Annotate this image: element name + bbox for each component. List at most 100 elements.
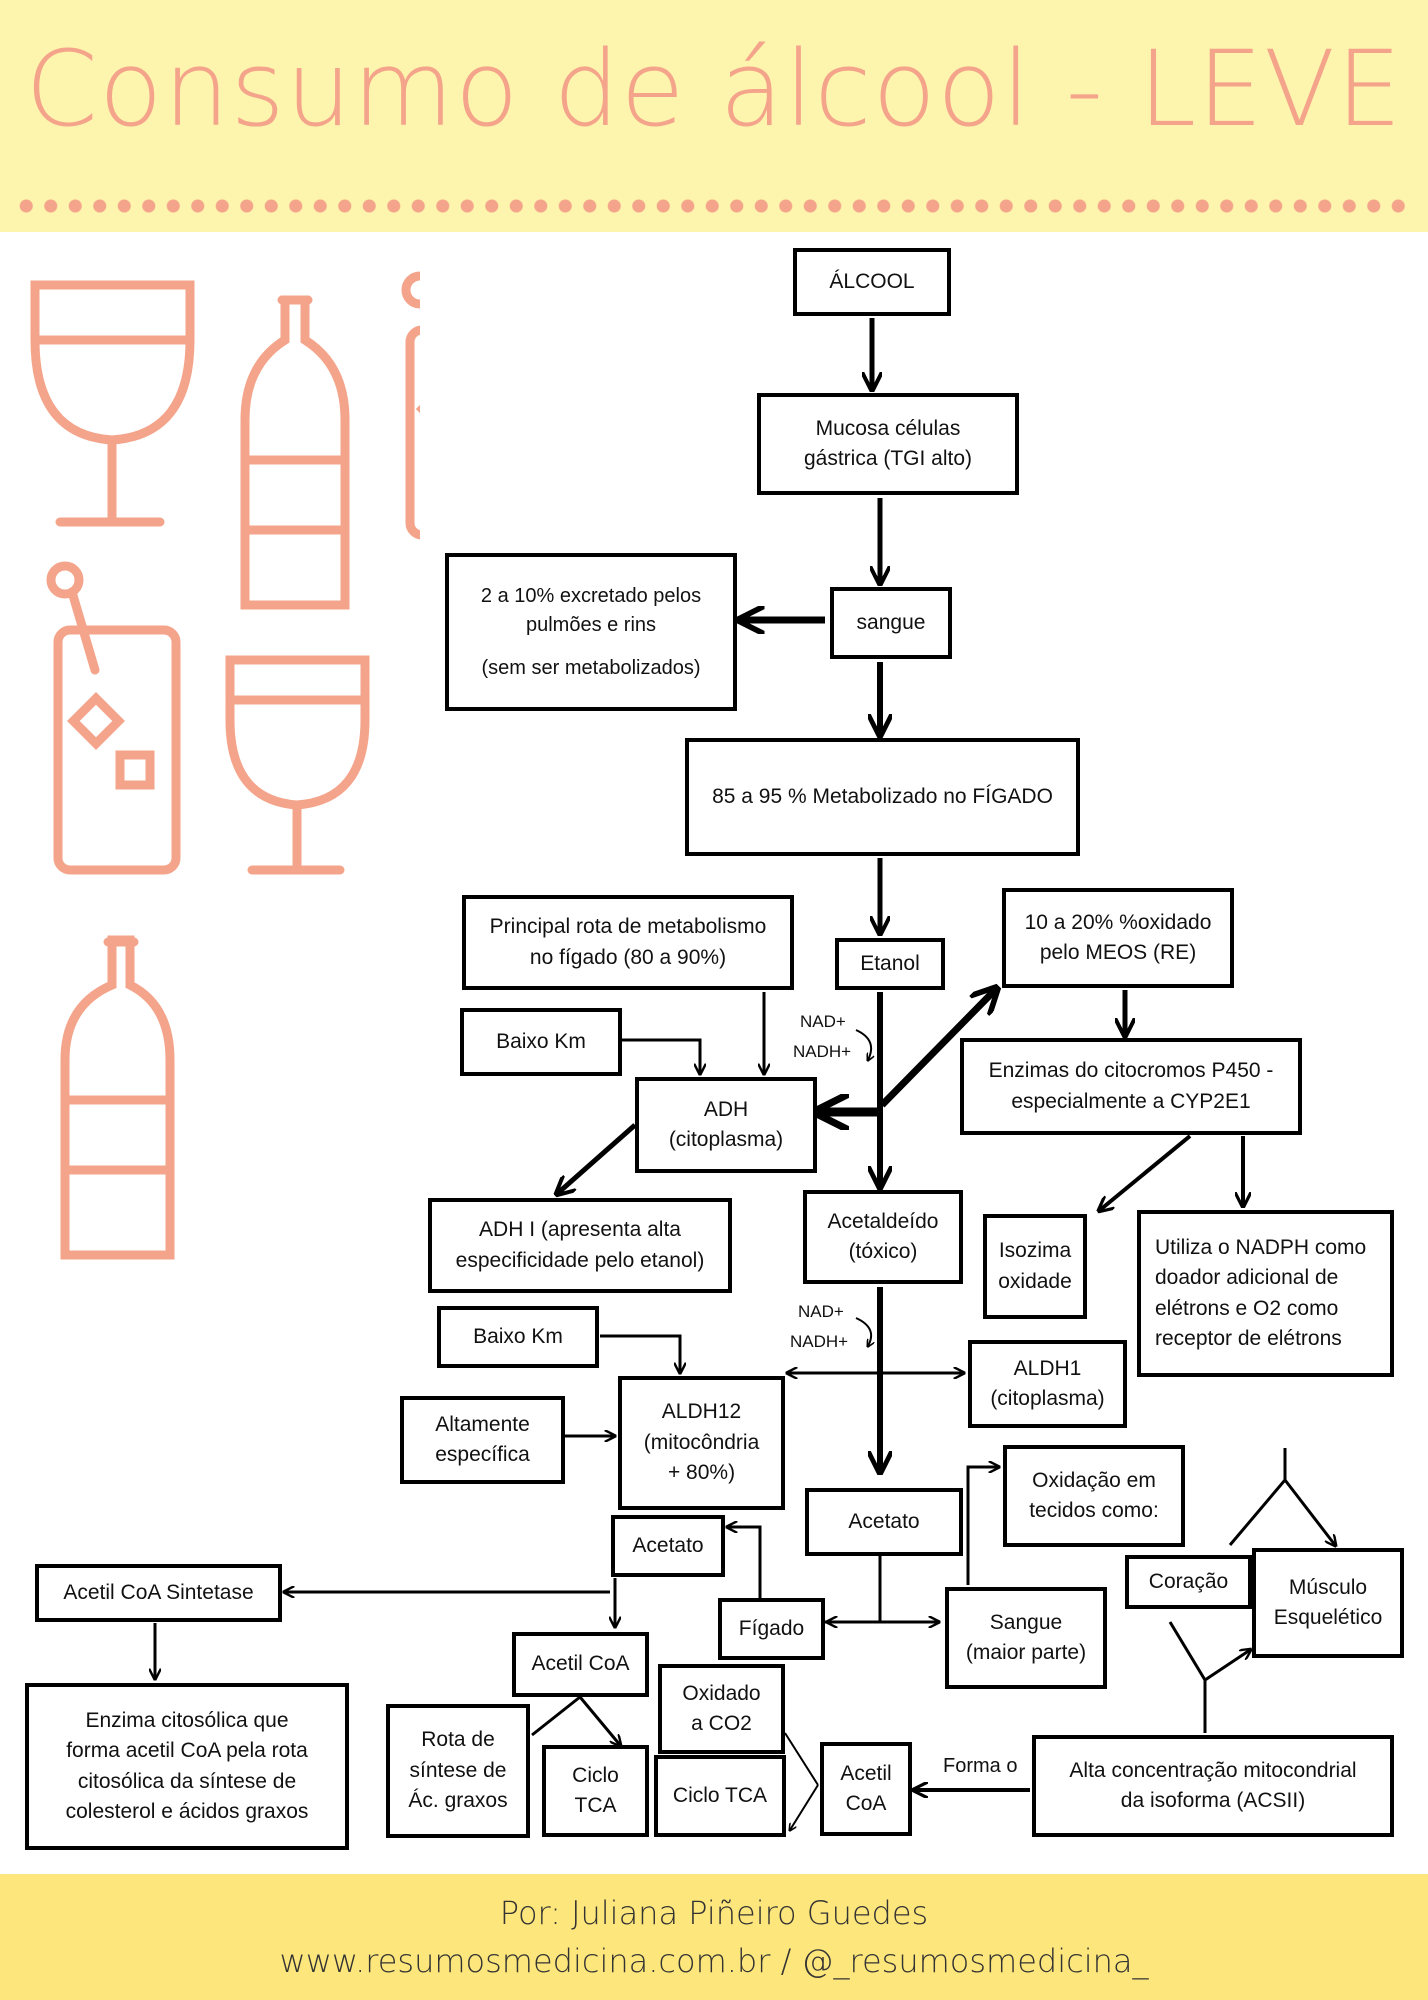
nadh-label: NADH+ [790, 1332, 849, 1351]
box-text: receptor de elétrons [1155, 1326, 1342, 1350]
box-adh: ADH (citoplasma) [635, 1077, 817, 1173]
box-text: (citoplasma) [990, 1387, 1105, 1410]
nad-label: NAD+ [798, 1302, 844, 1321]
box-adh-i: ADH I (apresenta alta especificidade pelo… [428, 1198, 732, 1293]
box-text: (tóxico) [848, 1240, 918, 1263]
box-text: especificidade pelo etanol) [455, 1248, 705, 1272]
box-text: Isozima [998, 1239, 1072, 1263]
box-text: da isoforma (ACSII) [1120, 1789, 1306, 1812]
box-nadph: Utiliza o NADPH como doador adicional de e… [1137, 1210, 1394, 1377]
box-text: 10 a 20% %oxidado [1024, 910, 1212, 934]
box-text: doador adicional de [1155, 1266, 1339, 1290]
box-text: Músculo [1288, 1575, 1368, 1599]
box-meos: 10 a 20% %oxidado pelo MEOS (RE) [1002, 888, 1234, 988]
box-aldh1: ALDH1 (citoplasma) [968, 1340, 1127, 1428]
box-mucosa: Mucosa células gástrica (TGI alto) [757, 393, 1019, 495]
box-text: 85 a 95 % Metabolizado no FÍGADO [712, 784, 1053, 808]
box-text: Ciclo TCA [672, 1783, 768, 1807]
box-text: Acetil CoA [531, 1652, 630, 1676]
box-text: Esquelético [1273, 1606, 1383, 1629]
box-text: Fígado [738, 1616, 805, 1640]
box-text: Acetil CoA Sintetase [63, 1580, 254, 1604]
box-text: colesterol e ácidos graxos [65, 1799, 309, 1823]
box-text: Baixo Km [496, 1029, 586, 1053]
box-text: ALDH12 [661, 1400, 742, 1424]
box-sangue-maior-parte: Sangue (maior parte) [945, 1587, 1107, 1689]
box-text: Acetil [840, 1761, 892, 1785]
box-text: Acetato [632, 1533, 704, 1557]
box-figado: Fígado [718, 1598, 825, 1660]
box-text: síntese de [409, 1758, 507, 1782]
box-text: no fígado (80 a 90%) [529, 945, 727, 969]
box-acetato-figado: Acetato [611, 1515, 725, 1577]
box-text: (citoplasma) [668, 1128, 784, 1151]
box-acetato: Acetato [805, 1488, 963, 1556]
drink-illustrations [30, 271, 420, 1260]
box-text: Oxidado [682, 1681, 761, 1705]
box-text: Sangue [989, 1610, 1063, 1634]
nadh-label: NADH+ [793, 1042, 852, 1061]
box-text: Acetaldeído [827, 1209, 939, 1233]
cocktail-glass-icon [46, 561, 181, 875]
box-metabolizado: 85 a 95 % Metabolizado no FÍGADO [685, 738, 1080, 856]
box-text: 2 a 10% excretado pelos [480, 584, 702, 607]
box-text: ADH I (apresenta alta [479, 1218, 681, 1242]
box-text: Coração [1148, 1569, 1229, 1593]
box-baixo-km-2: Baixo Km [437, 1306, 599, 1368]
box-ciclo-tca-2: Ciclo TCA [654, 1755, 786, 1837]
box-text: (maior parte) [965, 1641, 1087, 1664]
box-text: ADH [703, 1097, 749, 1121]
box-coracao: Coração [1125, 1555, 1252, 1609]
box-text: ALDH1 [1013, 1356, 1082, 1380]
box-text: pulmões e rins [525, 613, 657, 636]
header-banner: Consumo de álcool - LEVE [0, 0, 1428, 232]
box-enzimas-p450: Enzimas do citocromos P450 - especialment… [960, 1038, 1302, 1135]
wine-glass-icon [30, 280, 195, 527]
box-text: forma acetil CoA pela rota [66, 1739, 308, 1763]
box-excretado: 2 a 10% excretado pelos pulmões e rins (se… [445, 553, 737, 711]
box-text: especialmente a CYP2E1 [1011, 1089, 1251, 1113]
box-text: Mucosa células [815, 416, 961, 440]
box-text: elétrons e O2 como [1155, 1296, 1339, 1320]
bottle-icon [240, 295, 350, 610]
box-text: Utiliza o NADPH como [1155, 1235, 1367, 1259]
box-acetil-coa: Acetil CoA [512, 1632, 649, 1697]
box-text: sangue [856, 610, 926, 634]
page-title: Consumo de álcool - LEVE [25, 28, 1403, 150]
box-etanol: Etanol [835, 938, 945, 990]
box-acetaldeido: Acetaldeído (tóxico) [803, 1190, 963, 1284]
box-text: citosólica da síntese de [77, 1769, 297, 1793]
box-text: CoA [845, 1792, 887, 1815]
box-text: Acetato [848, 1509, 920, 1533]
box-text: + 80%) [667, 1461, 736, 1485]
nad-label: NAD+ [800, 1012, 846, 1031]
cocktail-glass-icon [401, 271, 420, 540]
bottle-icon [60, 935, 175, 1260]
website-link[interactable]: www.resumosmedicina.com.br / @_resumosme… [279, 1942, 1149, 1980]
box-text: Principal rota de metabolismo [489, 915, 767, 939]
box-text: Enzimas do citocromos P450 - [988, 1059, 1274, 1083]
dotted-divider [14, 198, 1414, 214]
box-acetil-coa-sintetase: Acetil CoA Sintetase [35, 1564, 282, 1622]
box-text: ÁLCOOL [829, 269, 915, 293]
box-text: tecidos como: [1029, 1499, 1159, 1522]
box-enzima-citosolica: Enzima citosólica que forma acetil CoA pe… [25, 1683, 349, 1850]
box-text: pelo MEOS (RE) [1039, 941, 1197, 964]
box-text: (sem ser metabolizados) [481, 656, 701, 679]
box-text: Oxidação em [1032, 1468, 1156, 1492]
box-text: específica [435, 1443, 530, 1466]
box-baixo-km-1: Baixo Km [460, 1008, 622, 1076]
box-text: gástrica (TGI alto) [803, 447, 973, 470]
box-alcool: ÁLCOOL [793, 248, 951, 316]
box-principal-rota: Principal rota de metabolismo no fígado (… [462, 895, 794, 990]
box-text: Enzima citosólica que [85, 1708, 289, 1732]
box-text: Etanol [860, 951, 920, 975]
box-sangue: sangue [830, 587, 952, 659]
author-credit: Por: Juliana Piñeiro Guedes [499, 1894, 929, 1932]
